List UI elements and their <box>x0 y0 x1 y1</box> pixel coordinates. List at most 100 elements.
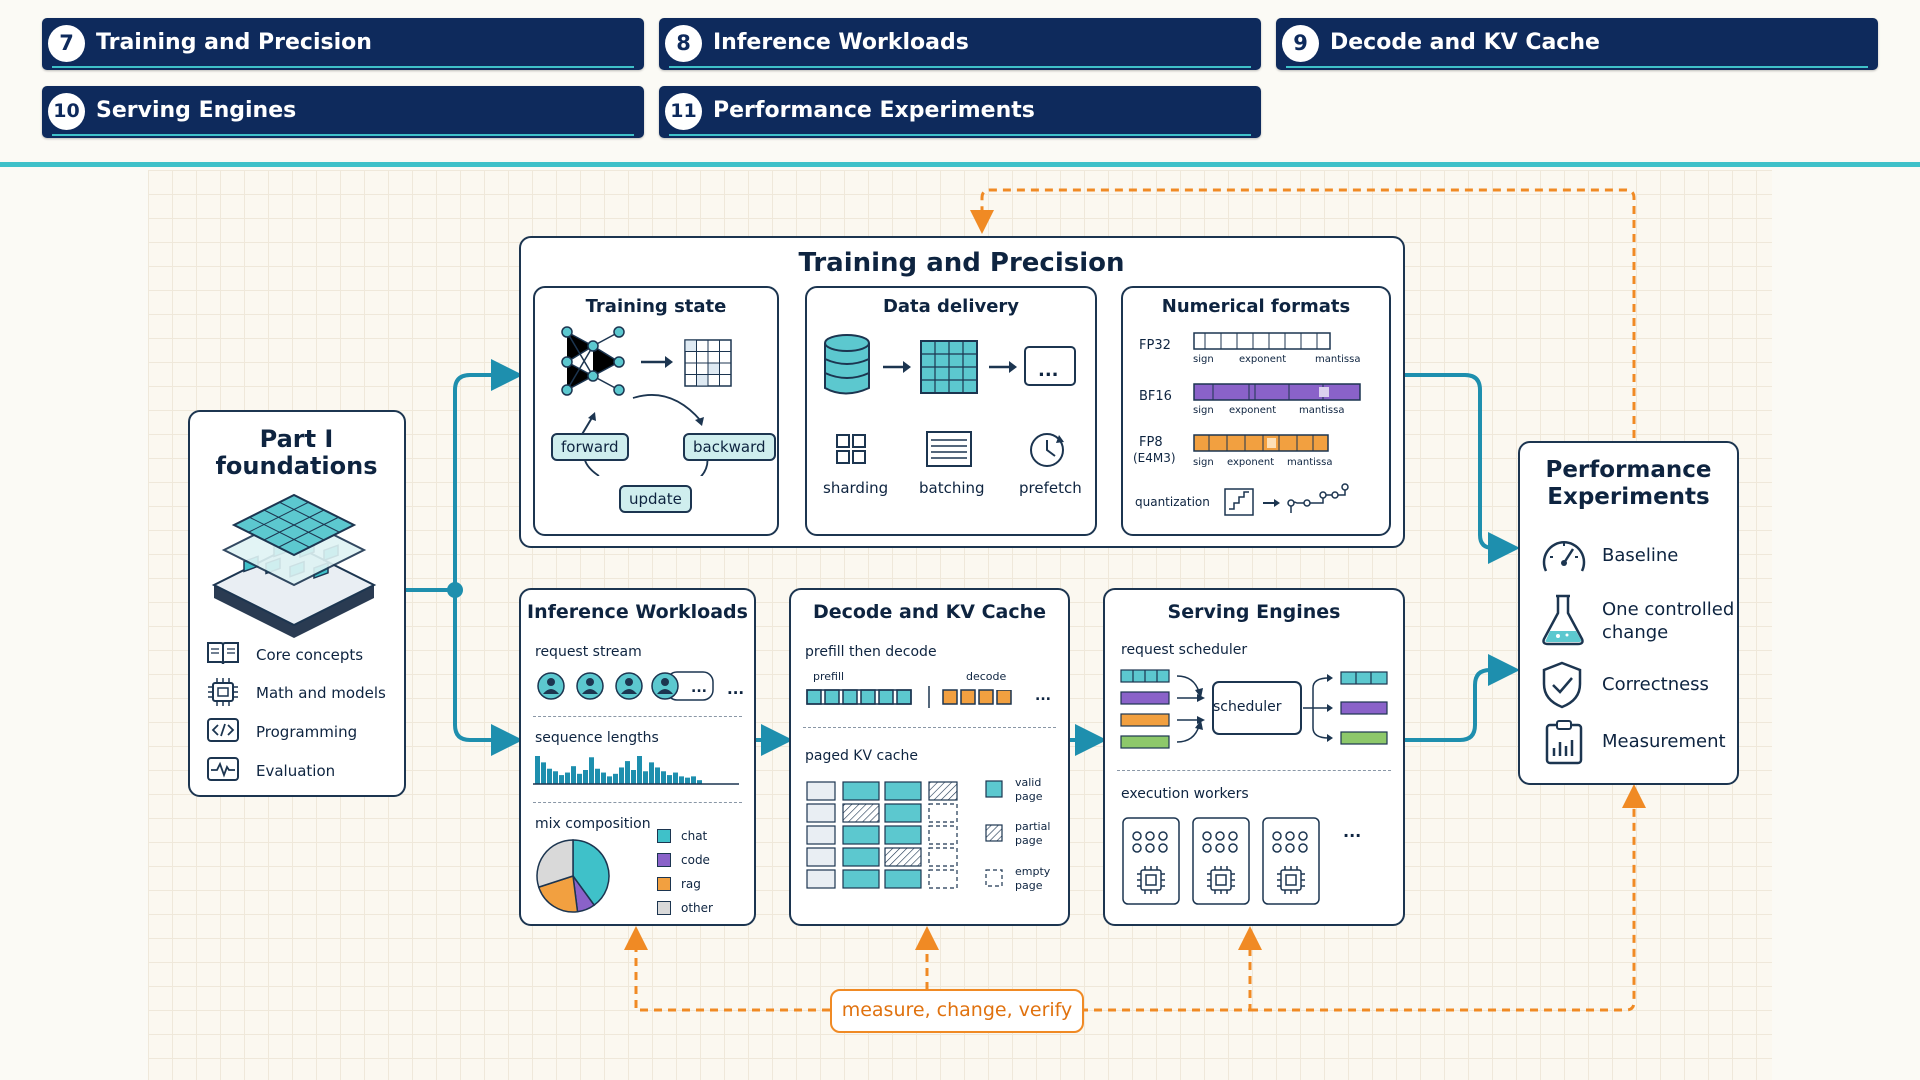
empty-page-swatch <box>985 869 1003 887</box>
layers-icon <box>211 493 377 638</box>
fp8-bits <box>1193 434 1329 452</box>
sequence-bar <box>607 776 612 784</box>
legend-item: code <box>657 848 713 872</box>
perf-title-2: Experiments <box>1547 484 1710 510</box>
sharding-icon <box>836 434 866 464</box>
chip-label: Training and Precision <box>96 30 372 55</box>
foundations-panel: Part I foundations Core concepts Math an… <box>188 410 406 797</box>
partial-page-l2: page <box>1015 834 1043 847</box>
fp32-mantissa: mantissa <box>1315 354 1361 365</box>
perf-item: Baseline <box>1602 545 1679 566</box>
training-title: Training and Precision <box>798 248 1125 278</box>
clipboard-chart-icon <box>1545 720 1583 765</box>
prefetch-icon <box>1030 433 1064 467</box>
mix-composition-label: mix composition <box>535 816 651 832</box>
training-precision-panel: Training and Precision Training state fo… <box>519 236 1405 548</box>
sequence-bar <box>649 762 654 784</box>
chip-number: 9 <box>1282 25 1319 62</box>
decode-token-4 <box>996 690 1012 705</box>
chip-label: Performance Experiments <box>713 98 1035 123</box>
chip-decode[interactable]: 9 Decode and KV Cache <box>1276 18 1878 70</box>
sequence-bar <box>553 771 558 784</box>
forward-tag: forward <box>551 433 629 461</box>
sequence-bar <box>559 775 564 784</box>
execution-workers-label: execution workers <box>1121 786 1249 802</box>
mix-composition-pie <box>536 839 610 913</box>
ellipsis: ... <box>727 680 745 698</box>
valid-page-l2: page <box>1015 790 1043 803</box>
measure-change-verify-label: measure, change, verify <box>830 989 1084 1033</box>
sequence-bar <box>667 775 672 784</box>
paged-kv-grid <box>806 781 958 889</box>
serving-title: Serving Engines <box>1167 601 1341 623</box>
bf16-mantissa: mantissa <box>1299 405 1345 416</box>
chip-performance[interactable]: 11 Performance Experiments <box>659 86 1261 138</box>
numerical-formats-title: Numerical formats <box>1161 296 1351 317</box>
ellipsis: ... <box>1035 688 1051 704</box>
chip-training[interactable]: 7 Training and Precision <box>42 18 644 70</box>
fp32-bits <box>1193 332 1331 350</box>
perf-item: Correctness <box>1602 674 1709 695</box>
batching-label: batching <box>919 479 985 497</box>
prefetch-label: prefetch <box>1019 479 1082 497</box>
divider <box>533 716 742 717</box>
prefill-then-decode-label: prefill then decode <box>805 644 937 660</box>
chip-label: Decode and KV Cache <box>1330 30 1600 55</box>
sequence-bar <box>661 771 666 784</box>
training-state-title: Training state <box>585 296 727 317</box>
book-icon <box>207 642 239 665</box>
sequence-bar <box>595 768 600 784</box>
arrow-training-perf <box>1405 373 1520 564</box>
numerical-formats-card: Numerical formats FP32 sign exponent man… <box>1121 286 1391 536</box>
loop-to-perf <box>1250 784 1646 1012</box>
pie-slice-chat <box>572 839 610 907</box>
valid-page-l1: valid <box>1015 776 1042 789</box>
code-icon <box>207 718 239 742</box>
performance-experiments-panel: Performance Experiments Baseline One con… <box>1518 441 1739 785</box>
valid-page-swatch <box>985 780 1003 798</box>
chip-label: Serving Engines <box>96 98 297 123</box>
request-stream-label: request stream <box>535 644 642 660</box>
pie-slice-other <box>536 839 574 889</box>
foundation-item: Core concepts <box>256 646 364 664</box>
quantization-label: quantization <box>1135 495 1210 509</box>
sequence-bar <box>565 772 570 784</box>
divider <box>803 727 1056 728</box>
foundations-title-1: Part I <box>259 425 334 453</box>
chip-serving[interactable]: 10 Serving Engines <box>42 86 644 138</box>
legend-item: chat <box>657 824 713 848</box>
fp8-sublabel: (E4M3) <box>1133 451 1176 465</box>
decode-kv-panel: Decode and KV Cache prefill then decode … <box>789 588 1070 926</box>
legend-label: chat <box>681 829 708 843</box>
fp32-label: FP32 <box>1139 338 1171 353</box>
loop-to-serving <box>1080 926 1262 1012</box>
empty-page-l1: empty <box>1015 865 1051 878</box>
empty-page-l2: page <box>1015 879 1043 892</box>
bf16-label: BF16 <box>1139 389 1172 404</box>
fp32-sign: sign <box>1193 354 1214 365</box>
inference-workloads-panel: Inference Workloads request stream ... .… <box>519 588 756 926</box>
sequence-bar <box>691 776 696 784</box>
foundations-title-2: foundations <box>215 452 378 480</box>
quantization-icon <box>1224 483 1349 516</box>
training-state-card: Training state forward backward update <box>533 286 779 536</box>
sequence-bar <box>637 756 642 784</box>
chip-inference[interactable]: 8 Inference Workloads <box>659 18 1261 70</box>
sequence-bar <box>643 771 648 784</box>
shield-check-icon <box>1542 661 1582 709</box>
neural-network-icon <box>561 326 732 476</box>
foundation-item: Programming <box>256 723 358 741</box>
sequence-bar <box>547 768 552 784</box>
partial-page-swatch <box>985 824 1003 842</box>
legend-swatch <box>657 853 671 867</box>
pie-slice-rag <box>537 875 579 913</box>
fp8-sign: sign <box>1193 457 1214 468</box>
data-delivery-card: Data delivery ... sharding batching pref… <box>805 286 1097 536</box>
sequence-bar <box>601 772 606 784</box>
chip-number: 11 <box>665 93 702 130</box>
backward-tag: backward <box>683 433 776 461</box>
arrow-to-inference <box>453 590 523 756</box>
sequence-bar <box>697 780 702 784</box>
sequence-bar <box>583 770 588 784</box>
